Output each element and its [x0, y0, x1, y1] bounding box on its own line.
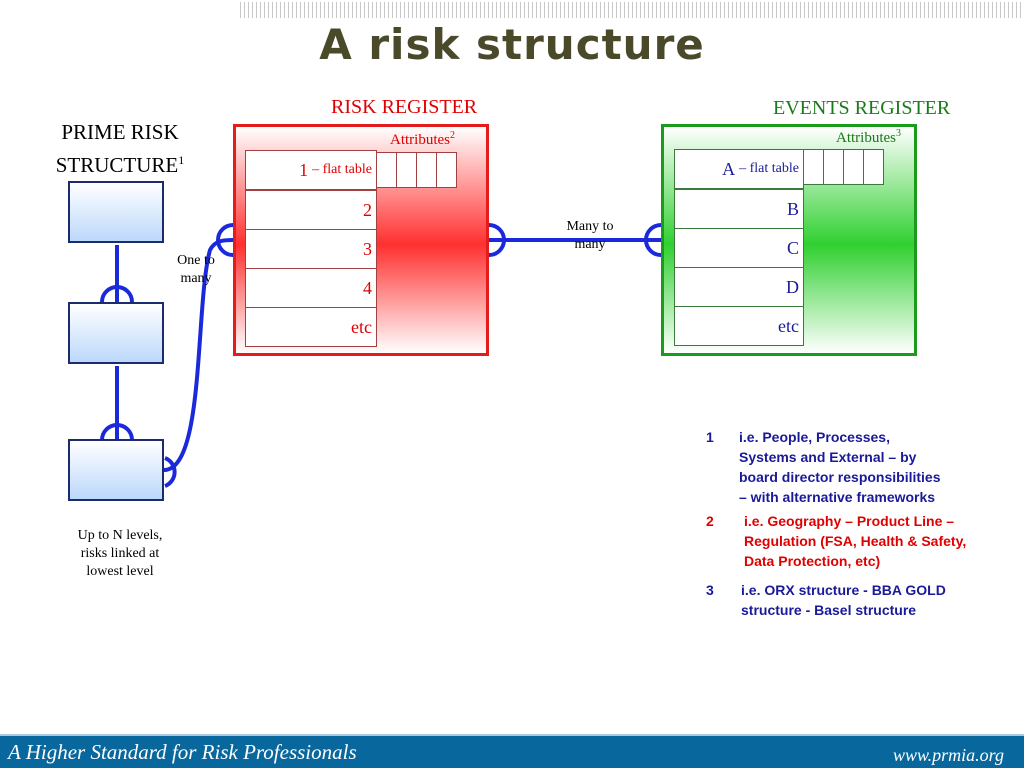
- footnote-1-line: – with alternative frameworks: [739, 489, 936, 505]
- footnote-2-number: 2: [706, 513, 714, 529]
- risk-attributes-text: Attributes: [390, 132, 450, 148]
- events-attributes-sup: 3: [896, 128, 901, 139]
- risk-row-5: etc: [245, 307, 377, 347]
- prime-box-level-3: [68, 439, 164, 501]
- risk-row-3: 3: [245, 229, 377, 269]
- events-row-c-main: C: [786, 237, 799, 258]
- events-row-c: C: [674, 228, 804, 268]
- events-row-b-main: B: [786, 198, 799, 219]
- page-title: A risk structure: [319, 20, 705, 69]
- many-to-many-label: Many to many: [550, 218, 630, 254]
- risk-row-1-main: 1: [299, 159, 309, 180]
- prime-fork-2: [100, 423, 134, 441]
- caption-line3: lowest level: [86, 564, 154, 579]
- risk-attr-cell: [397, 152, 417, 188]
- caption-line1: Up to N levels,: [77, 528, 163, 543]
- events-attr-cell: [824, 149, 844, 185]
- prime-risk-structure-title: PRIME RISK STRUCTURE1: [20, 118, 220, 179]
- events-row-a-main: A: [722, 158, 736, 179]
- link-many-label: many: [574, 237, 606, 252]
- footnote-2-line: i.e. Geography – Product Line –: [744, 513, 955, 529]
- footnote-3-line: i.e. ORX structure - BBA GOLD: [741, 582, 946, 598]
- risk-attributes-sup: 2: [450, 130, 455, 141]
- risk-row-4-main: 4: [363, 277, 372, 298]
- events-row-a: A– flat table: [674, 149, 804, 189]
- many-label: many: [180, 271, 212, 286]
- footnote-3-line: structure - Basel structure: [741, 602, 917, 618]
- footnote-1-line: i.e. People, Processes,: [739, 429, 890, 445]
- events-attributes-label: Attributes3: [836, 128, 901, 147]
- one-to-many-curve: [163, 238, 234, 472]
- events-register-title: EVENTS REGISTER: [773, 97, 951, 119]
- footer-website-link[interactable]: www.prmia.org: [892, 745, 1004, 765]
- footnote-3-number: 3: [706, 582, 714, 598]
- events-row-d-main: D: [786, 276, 799, 297]
- risk-attr-cell: [417, 152, 437, 188]
- risk-fork-left: [216, 223, 234, 257]
- prime-title-line1: PRIME RISK: [61, 120, 179, 144]
- risk-row-4: 4: [245, 268, 377, 308]
- events-row-etc: etc: [674, 306, 804, 346]
- prime-caption: Up to N levels, risks linked at lowest l…: [40, 527, 200, 581]
- footnote-2-line: Regulation (FSA, Health & Safety,: [744, 533, 967, 549]
- header-stripe: [240, 2, 1024, 18]
- prime-box-level-2: [68, 302, 164, 364]
- prime-fork-1: [100, 285, 134, 303]
- risk-row-2-main: 2: [363, 199, 372, 220]
- events-row-d: D: [674, 267, 804, 307]
- events-attributes-text: Attributes: [836, 130, 896, 146]
- risk-attributes-label: Attributes2: [390, 130, 455, 149]
- caption-line2: risks linked at: [80, 546, 160, 561]
- risk-attr-cell: [377, 152, 397, 188]
- prime-fork-3: [164, 456, 177, 488]
- risk-row-1-sub: – flat table: [312, 162, 372, 177]
- risk-row-2: 2: [245, 190, 377, 230]
- one-to-many-label: One to many: [162, 252, 230, 288]
- risk-row-3-main: 3: [363, 238, 372, 259]
- events-attr-cell: [864, 149, 884, 185]
- prime-box-level-1: [68, 181, 164, 243]
- footnote-1-number: 1: [706, 429, 714, 445]
- footnote-1-line: Systems and External – by: [739, 449, 917, 465]
- events-row-etc-main: etc: [778, 315, 799, 336]
- events-fork-left: [644, 223, 662, 257]
- risk-row-1: 1– flat table: [245, 150, 377, 190]
- footnote-1-line: board director responsibilities: [739, 469, 941, 485]
- risk-fork-right: [488, 223, 506, 257]
- events-row-b: B: [674, 189, 804, 229]
- prime-title-sup: 1: [178, 153, 185, 167]
- risk-register-title: RISK REGISTER: [331, 96, 478, 118]
- footnote-1: 1 i.e. People, Processes, Systems and Ex…: [706, 427, 1006, 509]
- events-row-a-sub: – flat table: [739, 161, 799, 176]
- prime-title-line2: STRUCTURE: [55, 153, 179, 177]
- footnote-3: 3 i.e. ORX structure - BBA GOLD structur…: [706, 580, 1006, 622]
- events-attr-cell: [804, 149, 824, 185]
- footnote-2-line: Data Protection, etc): [744, 553, 881, 569]
- one-to-label: One to: [177, 253, 215, 268]
- footer-tagline: A Higher Standard for Risk Professionals: [8, 740, 357, 764]
- footer-bar: A Higher Standard for Risk Professionals…: [0, 734, 1024, 768]
- risk-attribute-cells: [377, 152, 457, 188]
- risk-row-5-main: etc: [351, 316, 372, 337]
- risk-attr-cell: [437, 152, 457, 188]
- footnote-2: 2 i.e. Geography – Product Line – Regula…: [706, 511, 1016, 573]
- events-attribute-cells: [804, 149, 884, 185]
- events-attr-cell: [844, 149, 864, 185]
- many-to-label: Many to: [566, 219, 614, 234]
